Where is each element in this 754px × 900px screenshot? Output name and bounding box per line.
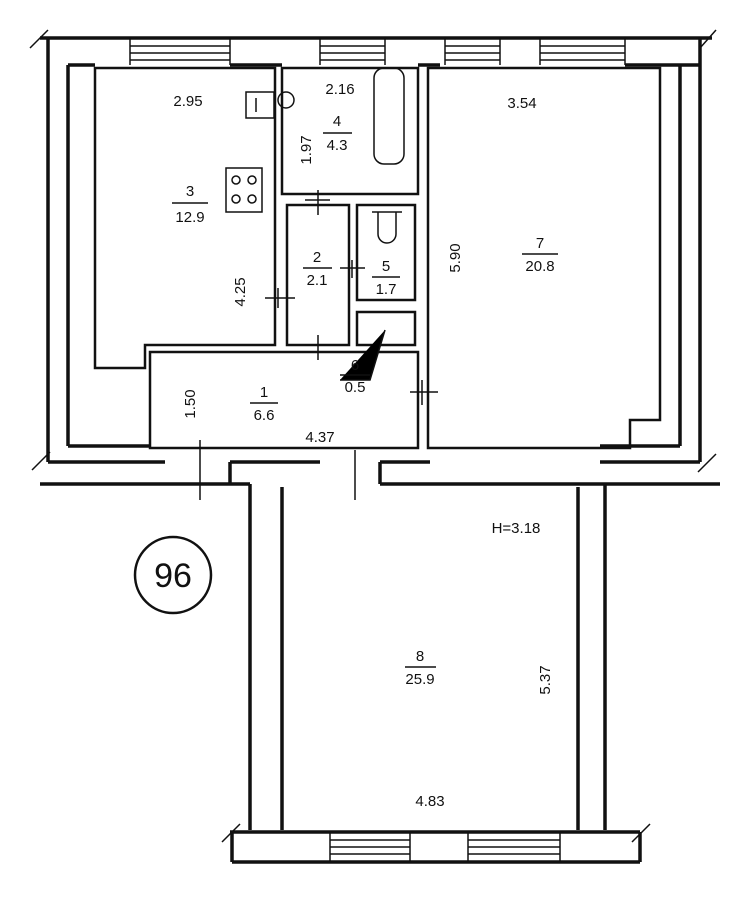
- bathtub-icon: [373, 67, 405, 165]
- labels: 3 12.9 4 4.3 2 2.1 5 1.7 6 0.5 1 6.6 7 2…: [173, 81, 554, 810]
- door-marks: [199, 190, 438, 500]
- dim-room4-width: 2.16: [325, 81, 354, 98]
- room-4-number: 4: [333, 113, 341, 130]
- room-1-number: 1: [260, 384, 268, 401]
- room-5-area: 1.7: [376, 281, 397, 298]
- exterior-walls: [29, 29, 720, 864]
- stove-icon: [225, 167, 263, 213]
- dim-room3-length: 4.25: [232, 277, 249, 306]
- room-6-number: 6: [351, 357, 359, 374]
- dim-room7-length: 5.90: [447, 243, 464, 272]
- toilet-icon: [372, 211, 402, 244]
- room-outlines: [93, 66, 662, 450]
- room-3-area: 12.9: [175, 209, 204, 226]
- dim-room7-width: 3.54: [507, 95, 536, 112]
- room-5-number: 5: [382, 258, 390, 275]
- room-4-bathroom: [280, 66, 420, 196]
- dim-room1-width: 4.37: [305, 429, 334, 446]
- sink-icon: [245, 91, 275, 119]
- boiler-icon: [277, 91, 295, 109]
- room-3-kitchen: [93, 66, 277, 370]
- room-3-number: 3: [186, 183, 194, 200]
- ceiling-height: H=3.18: [492, 520, 541, 537]
- room-6-area: 0.5: [345, 379, 366, 396]
- room-2-number: 2: [313, 249, 321, 266]
- room-7-number: 7: [536, 235, 544, 252]
- dim-room4-length: 1.97: [298, 135, 315, 164]
- room-1-hallway: [148, 350, 420, 450]
- room-7: [426, 66, 662, 450]
- fixtures: [225, 67, 405, 244]
- room-8-number: 8: [416, 648, 424, 665]
- dim-room3-width: 2.95: [173, 93, 202, 110]
- unit-number: 96: [154, 557, 192, 595]
- dim-room8-width: 4.83: [415, 793, 444, 810]
- room-8-area: 25.9: [405, 671, 434, 688]
- room-4-area: 4.3: [327, 137, 348, 154]
- room-6-closet: [355, 310, 417, 347]
- fraction-lines: [172, 132, 558, 668]
- unit-badge: 96: [133, 535, 213, 615]
- windows: [129, 38, 626, 862]
- dim-room8-length: 5.37: [537, 665, 554, 694]
- room-7-area: 20.8: [525, 258, 554, 275]
- dim-room1-length: 1.50: [182, 389, 199, 418]
- room-5-toilet: [355, 203, 417, 302]
- room-1-area: 6.6: [254, 407, 275, 424]
- room-2-area: 2.1: [307, 272, 328, 289]
